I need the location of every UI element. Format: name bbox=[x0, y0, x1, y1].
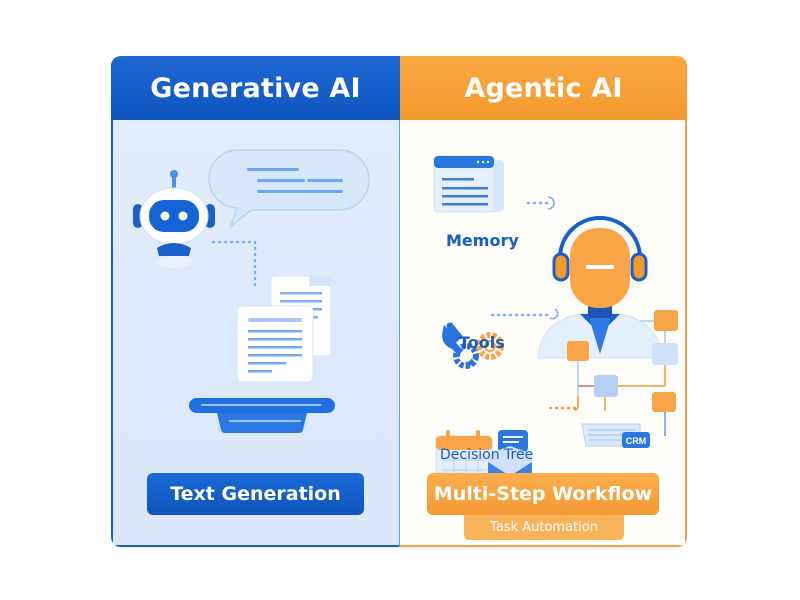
tray-icon bbox=[189, 398, 335, 433]
text-generation-label: Text Generation bbox=[147, 473, 364, 515]
flow-node-orange-bottom bbox=[652, 392, 676, 412]
task-automation-label: Task Automation bbox=[464, 515, 624, 540]
flow-node-blue-right bbox=[652, 343, 678, 365]
flow-node-orange-top bbox=[654, 310, 678, 331]
wrench-gear-icon bbox=[442, 322, 504, 369]
memory-label: Memory bbox=[446, 231, 519, 250]
tools-label: Tools bbox=[459, 333, 505, 352]
agent-headset-icon bbox=[537, 216, 663, 359]
multi-step-workflow-label: Multi-Step Workflow bbox=[427, 473, 659, 515]
generative-ai-panel: Generative AI bbox=[111, 56, 400, 547]
generative-ai-title: Generative AI bbox=[111, 56, 400, 120]
comparison-diagram: Generative AI bbox=[111, 56, 687, 547]
flow-node-blue-middle bbox=[594, 375, 618, 397]
crm-database-icon: CRM bbox=[581, 423, 650, 448]
document-icon bbox=[236, 305, 314, 383]
memory-window-icon bbox=[433, 155, 504, 213]
decision-tree-label: Decision Tree bbox=[440, 447, 534, 463]
flow-node-orange-left bbox=[567, 341, 589, 361]
agentic-ai-panel: Agentic AI Memory bbox=[400, 56, 687, 547]
agentic-ai-title: Agentic AI bbox=[400, 56, 687, 120]
crm-label: CRM bbox=[626, 436, 647, 446]
robot-icon bbox=[133, 170, 215, 268]
speech-bubble-icon bbox=[208, 149, 370, 229]
dotted-connector bbox=[211, 240, 257, 288]
